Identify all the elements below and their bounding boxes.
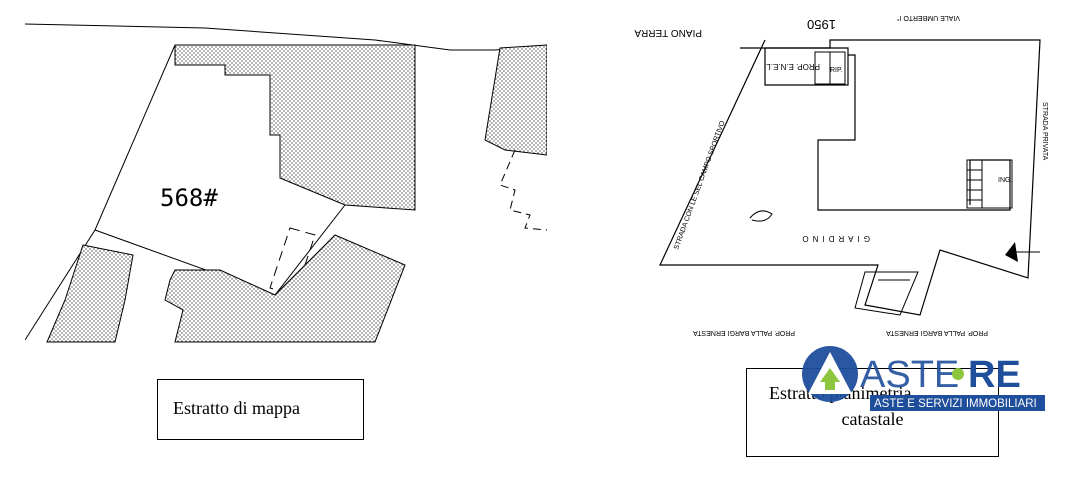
building-shaded	[174, 44, 416, 211]
plan-caption-line2: catastale	[841, 409, 904, 429]
label-viale: VIALE UMBERTO I°	[897, 14, 960, 22]
building-shaded	[484, 44, 547, 156]
logo-brand-part2: RE	[968, 354, 1021, 396]
label-strada-campo: STRADA CON LE SEL CAMPO SPORTIVO	[673, 119, 726, 250]
label-year: 1950	[807, 17, 836, 32]
logo-brand-part1: ASTE	[860, 354, 959, 396]
label-prop-left: PROP. PALLA BARGI ERNESTA	[693, 329, 795, 336]
floor-plan: PIANO TERRA VIALE UMBERTO I° 1950 PROP. …	[620, 10, 1050, 360]
map-caption: Estratto di mappa	[173, 398, 300, 418]
label-giardino: GIARDINO	[798, 234, 870, 243]
aste-re-logo: ASTE RE ASTE E SERVIZI IMMOBILIARI	[800, 342, 1050, 442]
parcel-number: 568#	[160, 184, 218, 212]
label-piano-terra: PIANO TERRA	[634, 27, 702, 38]
cadastral-map-drawing: 568#	[25, 23, 547, 343]
label-prop-enel: PROP. E.N.E.L.	[764, 62, 820, 71]
logo-tagline: ASTE E SERVIZI IMMOBILIARI	[874, 398, 1037, 410]
building-shaded	[46, 244, 134, 343]
floor-plan-drawing: PIANO TERRA VIALE UMBERTO I° 1950 PROP. …	[634, 14, 1048, 336]
label-ing: ING.	[998, 177, 1012, 184]
map-caption-box: Estratto di mappa	[157, 379, 364, 440]
building-shaded	[164, 234, 406, 343]
cadastral-map: 568#	[25, 0, 547, 350]
label-prop-right: PROP. PALLA BARGI ERNESTA	[886, 329, 988, 336]
logo-mark: ASTE RE ASTE E SERVIZI IMMOBILIARI	[802, 346, 1045, 411]
label-rip: RIP.	[830, 67, 843, 74]
label-strada-privata: STRADA PRIVATA	[1041, 102, 1048, 161]
